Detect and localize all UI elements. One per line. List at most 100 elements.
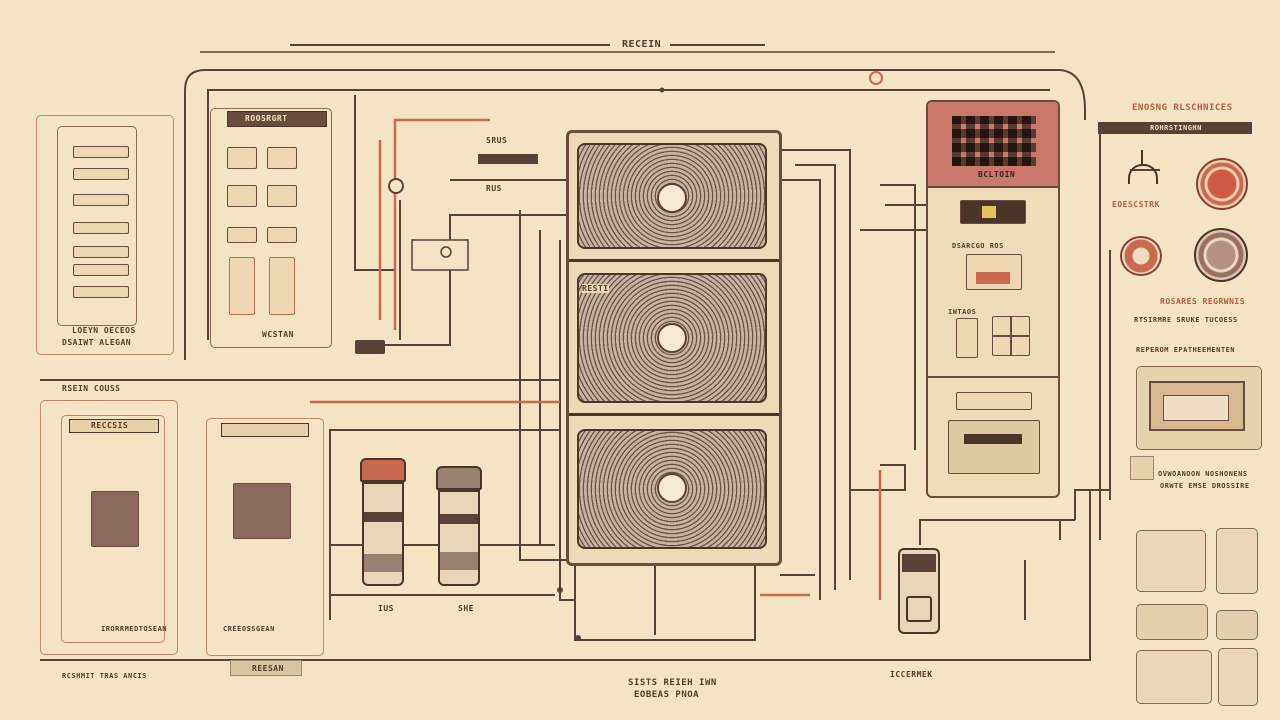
fan-divider-2 xyxy=(569,413,779,416)
red-knob-top[interactable] xyxy=(1196,158,1248,210)
battery-pack[interactable] xyxy=(898,548,940,634)
right-subtitle: ROHRSTINGHN xyxy=(1150,124,1202,132)
switch-2[interactable] xyxy=(73,168,129,180)
right-display[interactable] xyxy=(1136,366,1262,450)
canister-left-band xyxy=(364,512,402,522)
left-footer: RCSHMIT TRAS ANCIS xyxy=(62,672,147,680)
canister-right-body xyxy=(438,490,480,586)
fan-2-hub xyxy=(657,323,687,353)
mid-panel-bottom: CREEOSSGEAN xyxy=(206,418,324,656)
controller-battery-bar xyxy=(964,434,1022,444)
canister-left[interactable] xyxy=(360,458,406,590)
controller-divider xyxy=(928,376,1058,378)
switch-6[interactable] xyxy=(73,264,129,276)
fan-3-hub xyxy=(657,473,687,503)
pipe-label-mid: RUS xyxy=(486,184,502,193)
controller-slider[interactable] xyxy=(956,392,1032,410)
mid-btn-6[interactable] xyxy=(267,227,297,243)
mid-btn-5[interactable] xyxy=(227,227,257,243)
left-panel-bottom: RECCSIS IRORRMEDTOSEAN xyxy=(40,400,178,655)
canister-right[interactable] xyxy=(436,466,482,590)
right-card-6[interactable] xyxy=(1218,648,1258,706)
mid-top-plate xyxy=(227,111,327,127)
desc-line-1: RTSIRMRE SRUKE TUCOESS xyxy=(1134,316,1238,324)
canister-right-base xyxy=(440,552,478,570)
section-label: RSEIN COUSS xyxy=(62,384,121,393)
canister-left-label: IUS xyxy=(378,604,394,613)
battery-label: ICCERMEK xyxy=(890,670,933,679)
header-rule xyxy=(290,44,610,46)
mid-panel-top: ROOSRGRT xyxy=(210,108,332,348)
mid-fuse-1[interactable] xyxy=(229,257,255,315)
switch-7[interactable] xyxy=(73,286,129,298)
right-heading: ENOSNG RLSCHNICES xyxy=(1132,103,1233,113)
mid-top-plate-text: ROOSRGRT xyxy=(245,114,288,123)
right-card-5[interactable] xyxy=(1136,650,1212,704)
mid-bottom-line: CREEOSSGEAN xyxy=(223,625,275,633)
mid-btn-4[interactable] xyxy=(267,185,297,207)
left-bottom-line: IRORRMEDTOSEAN xyxy=(101,625,168,633)
desc-line-2: REPEROM EPATHEEMENTEN xyxy=(1136,346,1236,354)
fan-unit xyxy=(566,130,782,566)
switch-5[interactable] xyxy=(73,246,129,258)
header-rule-right xyxy=(670,44,765,46)
left-bottom-device[interactable] xyxy=(91,491,139,547)
left-bottom-inner xyxy=(61,415,165,643)
canister-left-cap xyxy=(360,458,406,482)
desc-title: ROSARES REGRWNIS xyxy=(1160,297,1246,306)
left-bottom-tag: RECCSIS xyxy=(91,421,129,430)
right-card-3[interactable] xyxy=(1136,604,1208,640)
red-knob-left[interactable] xyxy=(1120,236,1162,276)
left-bottom-tag-box xyxy=(69,419,159,433)
controller-label-b: IWTAOS xyxy=(948,308,977,316)
info-swatch xyxy=(1130,456,1154,480)
battery-pack-cell xyxy=(906,596,932,622)
switch-1[interactable] xyxy=(73,146,129,158)
gauge-label: EOESCSTRK xyxy=(1112,200,1160,209)
right-card-4[interactable] xyxy=(1216,610,1258,640)
battery-pack-top xyxy=(902,554,936,572)
lamp-icon xyxy=(1128,164,1158,184)
mid-fuse-2[interactable] xyxy=(269,257,295,315)
pipe-block xyxy=(478,154,538,164)
canister-right-cap xyxy=(436,466,482,490)
mid-bottom-device[interactable] xyxy=(233,483,291,539)
left-top-caption-2: DSAIWT ALEGAN xyxy=(62,338,132,347)
controller-label-a: DSARCGO ROS xyxy=(952,242,1004,250)
canister-right-band xyxy=(440,514,478,524)
controller-grid[interactable] xyxy=(992,316,1030,356)
mid-bottom-caption: REESAN xyxy=(252,664,284,673)
bottom-center-line-2: EOBEAS PNOA xyxy=(634,690,700,700)
bottom-center-line-1: SISTS REIEH IWN xyxy=(628,678,717,688)
left-panel-top xyxy=(36,115,174,355)
pipe-label-top: SRUS xyxy=(486,136,508,145)
left-panel-top-inner xyxy=(57,126,137,326)
info-line-2: ORWTE EMSE DROSSIRE xyxy=(1160,482,1250,490)
controller-mini-1[interactable] xyxy=(956,318,978,358)
right-subtitle-box xyxy=(1098,122,1252,134)
controller-switch-red xyxy=(976,272,1010,284)
switch-4[interactable] xyxy=(73,222,129,234)
controller-battery[interactable] xyxy=(948,420,1040,474)
canister-left-base xyxy=(364,554,402,572)
lamp-stem xyxy=(1141,150,1143,164)
mid-btn-2[interactable] xyxy=(267,147,297,169)
mid-bottom-caption-box xyxy=(230,660,302,676)
left-top-caption-1: LOEYN OECEOS xyxy=(72,326,136,335)
info-line-1: OVWOANOON NOSHONENS xyxy=(1158,470,1248,478)
controller-grille xyxy=(952,116,1036,166)
controller-cabinet: BCLTOIN DSARCGO ROS IWTAOS xyxy=(926,100,1060,498)
right-card-2[interactable] xyxy=(1216,528,1258,594)
controller-title: BCLTOIN xyxy=(978,170,1016,179)
right-card-1[interactable] xyxy=(1136,530,1206,592)
controller-display-led xyxy=(982,206,996,218)
mid-btn-3[interactable] xyxy=(227,185,257,207)
fan-unit-label: RESTI xyxy=(582,284,609,293)
dial-knob[interactable] xyxy=(1194,228,1248,282)
mid-btn-1[interactable] xyxy=(227,147,257,169)
switch-3[interactable] xyxy=(73,194,129,206)
fan-1-hub xyxy=(657,183,687,213)
mid-bottom-tag xyxy=(221,423,309,437)
header-title: RECEIN xyxy=(622,39,662,50)
